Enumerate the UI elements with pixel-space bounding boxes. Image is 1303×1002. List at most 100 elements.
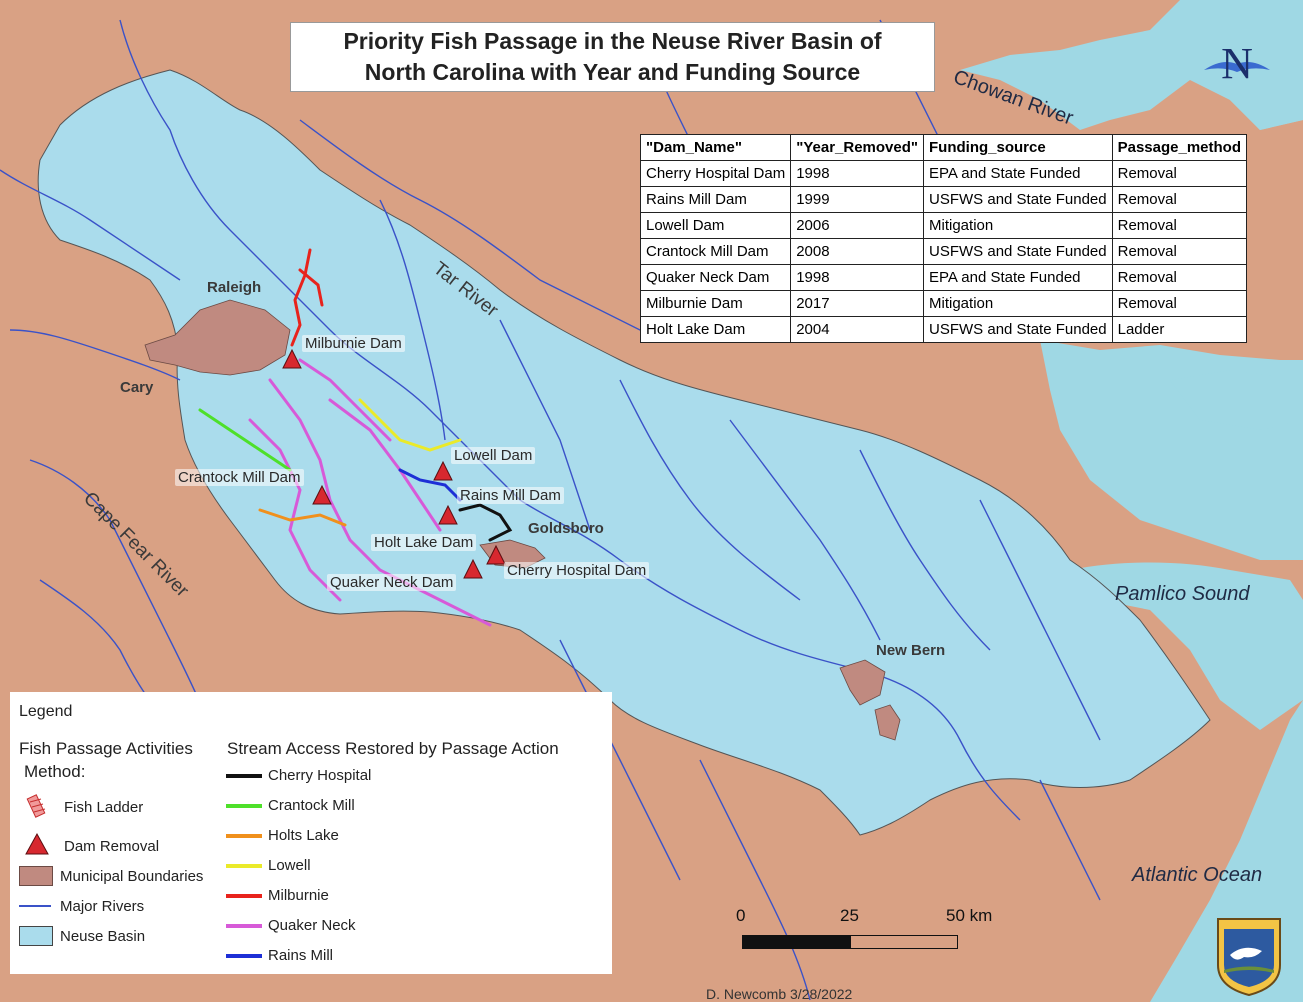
north-letter: N xyxy=(1221,39,1253,88)
legend-stream-cherry: Cherry Hospital xyxy=(268,767,372,784)
label-milburnie-dam: Milburnie Dam xyxy=(302,335,405,352)
cell-funding: USFWS and State Funded xyxy=(923,316,1113,343)
legend-major-rivers-swatch xyxy=(19,905,51,907)
col-funding-source: Funding_source xyxy=(923,134,1113,161)
dam-marker-lowell xyxy=(433,460,453,481)
cell-dam-name: Cherry Hospital Dam xyxy=(639,160,792,187)
legend-stream-holts: Holts Lake xyxy=(268,827,339,844)
label-lowell-dam: Lowell Dam xyxy=(451,447,536,464)
cell-method: Ladder xyxy=(1111,316,1248,343)
cell-dam-name: Lowell Dam xyxy=(639,212,792,239)
stream-access-layer xyxy=(198,248,513,627)
scale-label-50: 50 km xyxy=(946,906,993,925)
label-pamlico-sound: Pamlico Sound xyxy=(1115,583,1250,605)
legend-stream-milburnie: Milburnie xyxy=(268,887,329,904)
legend-neuse-basin-swatch xyxy=(19,926,53,946)
label-cary: Cary xyxy=(120,379,154,396)
cell-dam-name: Holt Lake Dam xyxy=(639,316,792,343)
col-dam-name: "Dam_Name" xyxy=(639,134,792,161)
cell-method: Removal xyxy=(1111,186,1248,213)
label-new-bern: New Bern xyxy=(876,642,946,659)
dam-marker-milburnie xyxy=(282,348,302,369)
legend-stream-swatch-crantock xyxy=(226,804,262,808)
legend-fish-ladder: Fish Ladder xyxy=(64,799,144,816)
legend-stream-swatch-lowell xyxy=(226,864,262,868)
legend-title: Legend xyxy=(19,703,73,720)
legend-stream-swatch-milburnie xyxy=(226,894,262,898)
table-row: Holt Lake Dam 2004 USFWS and State Funde… xyxy=(639,316,1248,343)
map-credit: D. Newcomb 3/28/2022 xyxy=(706,986,853,1002)
cell-funding: USFWS and State Funded xyxy=(923,186,1113,213)
legend-municipal: Municipal Boundaries xyxy=(60,868,204,885)
legend-stream-swatch-rains xyxy=(226,954,262,958)
cell-year: 2006 xyxy=(790,212,925,239)
dam-marker-crantock xyxy=(312,484,332,505)
pamlico-sound xyxy=(1070,562,1303,730)
legend-method-heading: Method: xyxy=(24,762,86,781)
legend-municipal-swatch xyxy=(19,866,53,886)
cell-method: Removal xyxy=(1111,160,1248,187)
cell-dam-name: Quaker Neck Dam xyxy=(639,264,792,291)
legend-fish-passage-heading: Fish Passage Activities xyxy=(19,739,193,758)
cell-dam-name: Milburnie Dam xyxy=(639,290,792,317)
table-row: Lowell Dam 2006 Mitigation Removal xyxy=(639,212,1248,239)
cell-funding: USFWS and State Funded xyxy=(923,238,1113,265)
legend-stream-swatch-holts xyxy=(226,834,262,838)
neuse-basin xyxy=(37,69,1211,836)
cell-dam-name: Crantock Mill Dam xyxy=(639,238,792,265)
cell-year: 1998 xyxy=(790,160,925,187)
col-passage-method: Passage_method xyxy=(1111,134,1248,161)
table-row: Quaker Neck Dam 1998 EPA and State Funde… xyxy=(639,264,1248,291)
table-header-row: "Dam_Name" "Year_Removed" Funding_source… xyxy=(639,134,1248,161)
legend-major-rivers: Major Rivers xyxy=(60,898,145,915)
cell-dam-name: Rains Mill Dam xyxy=(639,186,792,213)
scale-label-0: 0 xyxy=(736,906,746,925)
map-title-line-2: North Carolina with Year and Funding Sou… xyxy=(364,59,861,85)
cell-year: 2008 xyxy=(790,238,925,265)
cell-year: 2017 xyxy=(790,290,925,317)
scale-bar-black-segment xyxy=(743,936,851,948)
label-raleigh: Raleigh xyxy=(207,279,262,296)
usfws-shield-icon xyxy=(1217,918,1281,997)
legend-stream-heading: Stream Access Restored by Passage Action xyxy=(227,739,559,758)
legend-stream-rains: Rains Mill xyxy=(268,947,334,964)
dam-attribute-table: "Dam_Name" "Year_Removed" Funding_source… xyxy=(639,134,1248,343)
table-row: Rains Mill Dam 1999 USFWS and State Fund… xyxy=(639,186,1248,213)
legend-neuse-basin: Neuse Basin xyxy=(60,928,146,945)
cell-method: Removal xyxy=(1111,238,1248,265)
north-arrow-icon: N xyxy=(1204,39,1270,88)
cell-funding: Mitigation xyxy=(923,212,1113,239)
cell-year: 1999 xyxy=(790,186,925,213)
fish-ladder-icon xyxy=(26,794,46,818)
legend-stream-crantock: Crantock Mill xyxy=(268,797,355,814)
cell-funding: EPA and State Funded xyxy=(923,264,1113,291)
legend-stream-quaker: Quaker Neck xyxy=(268,917,356,934)
cell-year: 2004 xyxy=(790,316,925,343)
legend-dam-removal: Dam Removal xyxy=(64,838,160,855)
legend-stream-swatch-quaker xyxy=(226,924,262,928)
label-goldsboro: Goldsboro xyxy=(528,520,604,537)
cell-year: 1998 xyxy=(790,264,925,291)
cell-funding: EPA and State Funded xyxy=(923,160,1113,187)
label-rains-mill-dam: Rains Mill Dam xyxy=(457,487,564,504)
legend-stream-swatch-cherry xyxy=(226,774,262,778)
table-row: Cherry Hospital Dam 1998 EPA and State F… xyxy=(639,160,1248,187)
col-year-removed: "Year_Removed" xyxy=(790,134,925,161)
map-legend: Legend Fish Passage Activities Method: F… xyxy=(10,692,612,974)
cell-method: Removal xyxy=(1111,212,1248,239)
map-title-line-1: Priority Fish Passage in the Neuse River… xyxy=(343,28,882,54)
cell-method: Removal xyxy=(1111,290,1248,317)
triangle-dam-icon xyxy=(25,832,49,855)
table-row: Milburnie Dam 2017 Mitigation Removal xyxy=(639,290,1248,317)
dam-marker-rains xyxy=(438,504,458,525)
dam-marker-holt xyxy=(486,544,506,565)
cell-method: Removal xyxy=(1111,264,1248,291)
label-cherry-hospital-dam: Cherry Hospital Dam xyxy=(504,562,650,579)
scale-label-25: 25 xyxy=(840,906,859,925)
cell-funding: Mitigation xyxy=(923,290,1113,317)
label-holt-lake-dam: Holt Lake Dam xyxy=(371,534,477,551)
scale-bar xyxy=(742,935,958,949)
